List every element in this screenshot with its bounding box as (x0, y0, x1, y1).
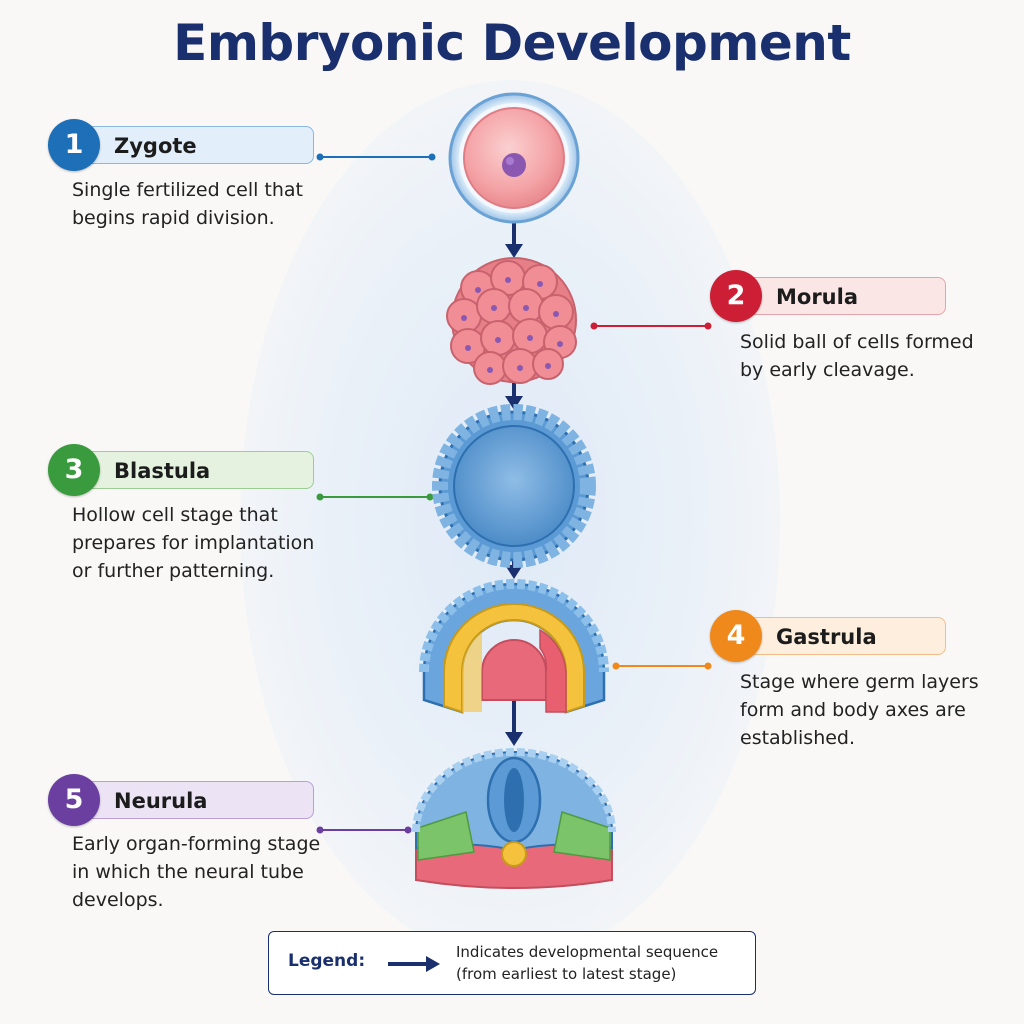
stage-5-number: 5 (48, 774, 100, 826)
stage-5-name: Neurula (114, 789, 208, 813)
gastrula-illustration (419, 579, 609, 714)
stage-2-number: 2 (710, 270, 762, 322)
stage-2-description: Solid ball of cells formed by early clea… (740, 331, 974, 381)
neurula-illustration (412, 748, 616, 889)
page-title: Embryonic Development (173, 14, 851, 72)
stage-1-number: 1 (48, 119, 100, 171)
stage-5-label-box (72, 781, 314, 819)
stage-1-name: Zygote (114, 134, 197, 158)
legend-description: Indicates developmental sequence (from e… (456, 943, 719, 983)
stage-5-description: Early organ-forming stage in which the n… (72, 833, 321, 911)
legend-arrow-icon (388, 956, 440, 972)
legend-label: Legend: (288, 951, 366, 971)
stage-4-label-box (734, 617, 946, 655)
stage-2-label-box (734, 277, 946, 315)
zygote-illustration (448, 92, 580, 224)
stage-3-label-box (72, 451, 314, 489)
legend-box (268, 931, 756, 995)
connector-lines (316, 153, 712, 834)
stage-2-name: Morula (776, 285, 859, 309)
stage-3-name: Blastula (114, 459, 211, 483)
stage-1-label-box (72, 126, 314, 164)
stage-3-description: Hollow cell stage that prepares for impl… (72, 504, 315, 582)
blastula-illustration (432, 404, 596, 568)
stage-4-name: Gastrula (776, 625, 877, 649)
stage-1-description: Single fertilized cell that begins rapid… (72, 179, 304, 229)
stage-4-number: 4 (710, 610, 762, 662)
stage-3-number: 3 (48, 444, 100, 496)
morula-illustration (446, 257, 577, 385)
stage-4-description: Stage where germ layers form and body ax… (740, 671, 979, 749)
